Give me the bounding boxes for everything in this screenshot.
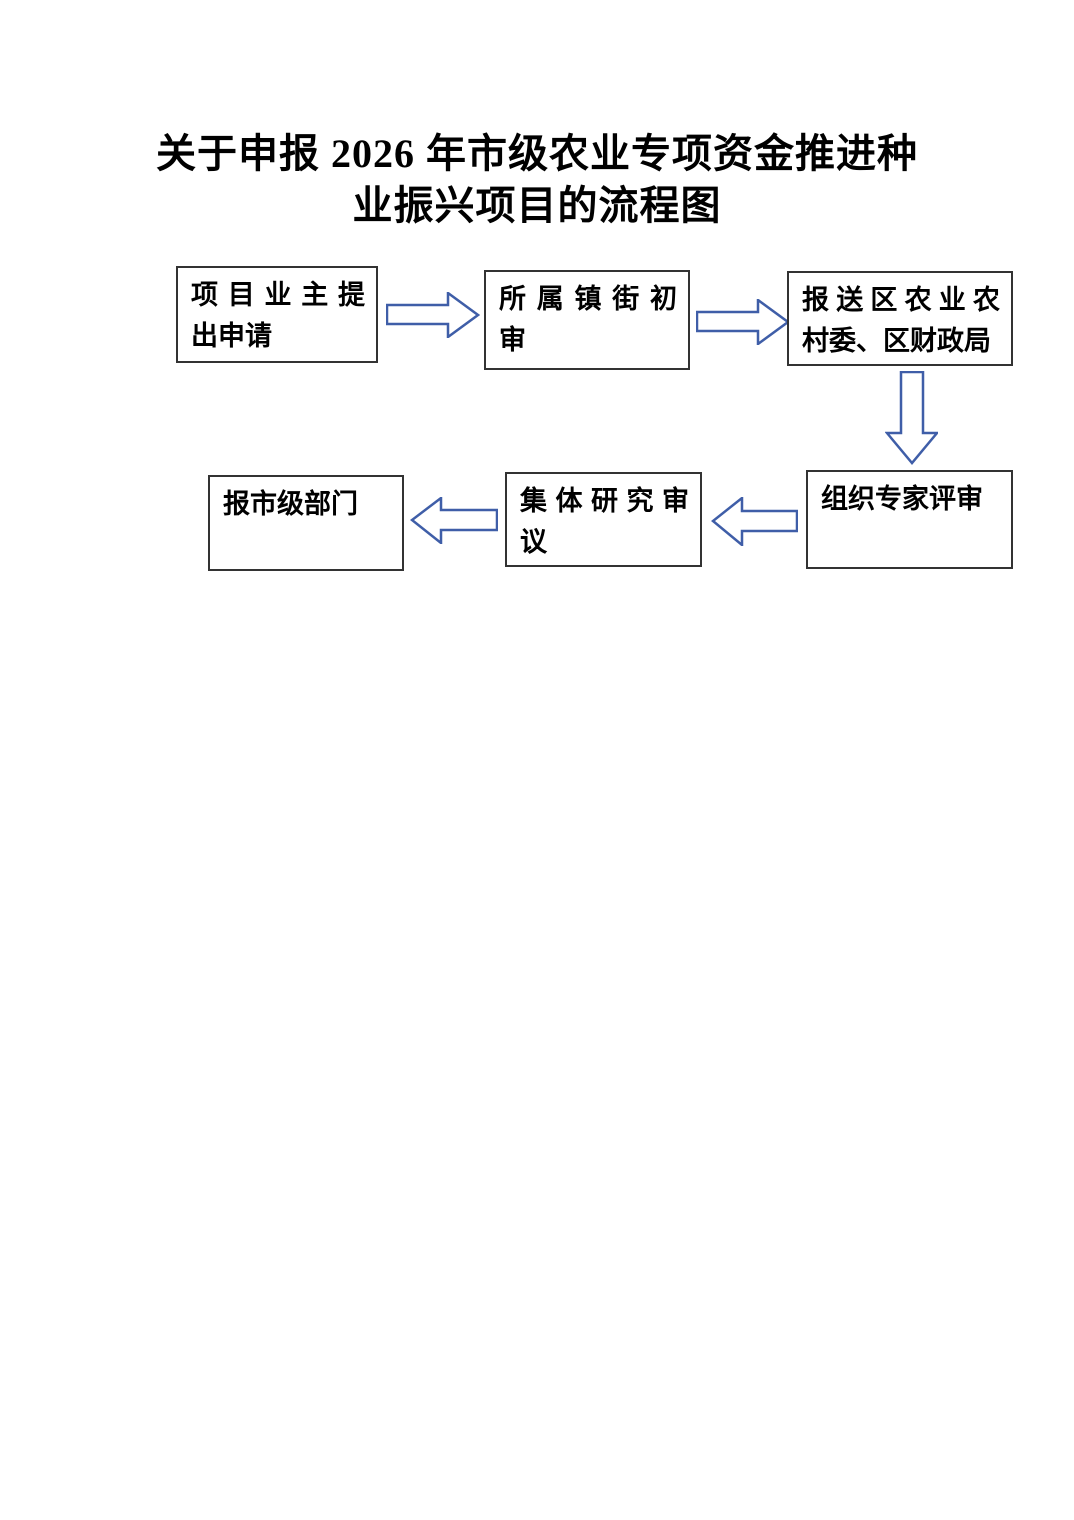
flow-step-report-municipal-departments: 报市级部门 <box>208 475 404 571</box>
flow-step-submit-district-agencies: 报送区农业农 村委、区财政局 <box>787 271 1013 366</box>
flow-step-organize-expert-review: 组织专家评审 <box>806 470 1013 569</box>
page-title: 关于申报 2026 年市级农业专项资金推进种 业振兴项目的流程图 <box>0 128 1074 232</box>
flow-step-collective-study-deliberation: 集体研究审 议 <box>505 472 702 567</box>
page-title-line-1: 关于申报 2026 年市级农业专项资金推进种 <box>156 131 918 176</box>
flow-step-project-owner-application: 项目业主提 出申请 <box>176 266 378 363</box>
flow-step-town-street-initial-review: 所属镇街初 审 <box>484 270 690 370</box>
flow-arrow-down-1 <box>885 371 938 465</box>
flow-step-text: 所属镇街初 <box>499 284 677 314</box>
right-arrow-icon <box>696 299 790 345</box>
flow-step-text: 审 <box>499 325 526 355</box>
down-arrow-icon <box>885 371 938 465</box>
flow-arrow-left-2 <box>410 497 498 544</box>
left-arrow-icon <box>711 497 798 546</box>
page-title-line-2: 业振兴项目的流程图 <box>352 183 722 228</box>
right-arrow-icon <box>386 292 480 338</box>
flow-step-text: 组织专家评审 <box>821 484 983 514</box>
flow-step-text: 议 <box>520 527 547 557</box>
flow-arrow-left-1 <box>711 497 798 546</box>
flow-arrow-right-2 <box>696 299 790 345</box>
left-arrow-icon <box>410 497 498 544</box>
flow-step-text: 报送区农业农 <box>802 285 1000 315</box>
flow-step-text: 村委、区财政局 <box>802 326 991 356</box>
flow-step-text: 集体研究审 <box>520 486 689 516</box>
flow-step-text: 项目业主提 <box>191 280 365 310</box>
flow-step-text: 出申请 <box>191 321 272 351</box>
flow-step-text: 报市级部门 <box>223 489 358 519</box>
flow-arrow-right-1 <box>386 292 480 338</box>
